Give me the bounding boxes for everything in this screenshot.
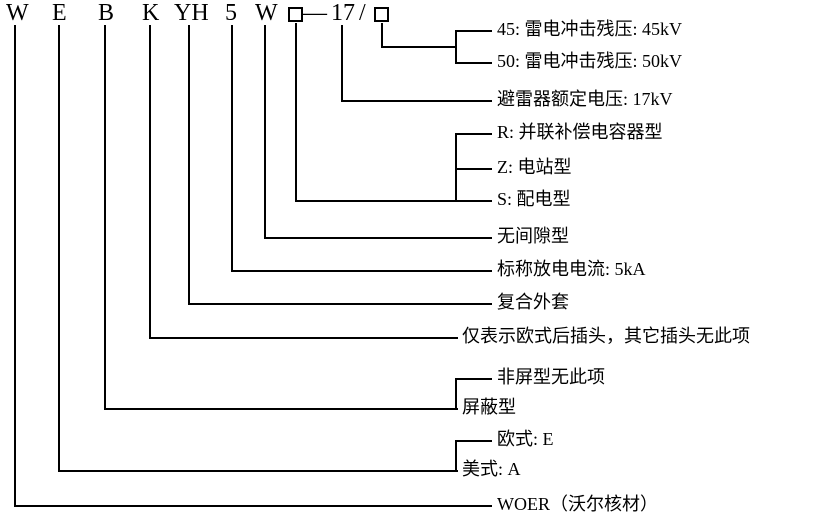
label-brand: WOER（沃尔核材） [497,494,658,514]
connector-hline [231,270,492,272]
model-code-char-slash: / [359,0,366,26]
label-type-z: Z: 电站型 [497,157,572,177]
label-type-s: S: 配电型 [497,189,571,209]
connector-hline [455,133,492,135]
connector-hline [295,200,492,202]
connector-hline [341,100,492,102]
connector-vline [341,25,343,100]
model-code-placeholder-box-box2 [374,7,389,22]
model-code-char-k: K [142,0,160,26]
connector-vline [264,25,266,237]
connector-vline [149,25,151,337]
model-code-char-seventeen: 17 [331,0,355,26]
model-code-char-five: 5 [225,0,237,26]
label-american: 美式: A [462,459,521,479]
model-code-char-yh: YH [174,0,209,26]
label-composite-housing: 复合外套 [497,292,569,312]
label-gapless: 无间隙型 [497,226,569,246]
connector-hline [381,46,455,48]
connector-vline [188,25,190,303]
label-residual-50: 50: 雷电冲击残压: 50kV [497,51,683,71]
connector-vline [231,25,233,270]
connector-hline [455,378,492,380]
connector-hline [104,408,458,410]
connector-vline [58,25,60,470]
connector-hline [455,168,492,170]
model-code-placeholder-box-box1 [288,7,303,22]
connector-vline [455,30,457,62]
connector-vline [295,23,297,200]
label-rated-voltage: 避雷器额定电压: 17kV [497,89,673,109]
label-type-r: R: 并联补偿电容器型 [497,122,663,142]
connector-hline [58,470,458,472]
connector-hline [188,303,492,305]
connector-hline [455,30,492,32]
model-code-char-dash: — [303,0,327,26]
connector-vline [104,25,106,408]
model-code-char-b: B [98,0,115,26]
model-code-char-w2: W [255,0,278,26]
connector-hline [455,440,492,442]
label-european: 欧式: E [497,429,554,449]
connector-vline [455,440,457,470]
label-shielded: 屏蔽型 [462,397,516,417]
model-code-char-w1: W [6,0,29,26]
label-non-shielded: 非屏型无此项 [497,367,605,387]
model-code-char-e: E [52,0,67,26]
label-residual-45: 45: 雷电冲击残压: 45kV [497,19,683,39]
label-euro-rear-plug: 仅表示欧式后插头，其它插头无此项 [462,326,750,346]
connector-hline [149,337,458,339]
connector-vline [381,23,383,46]
connector-vline [455,378,457,408]
connector-vline [14,25,16,505]
connector-hline [264,237,492,239]
connector-hline [14,505,492,507]
connector-hline [455,62,492,64]
label-nominal-discharge-current: 标称放电电流: 5kA [497,259,646,279]
connector-vline [455,133,457,200]
